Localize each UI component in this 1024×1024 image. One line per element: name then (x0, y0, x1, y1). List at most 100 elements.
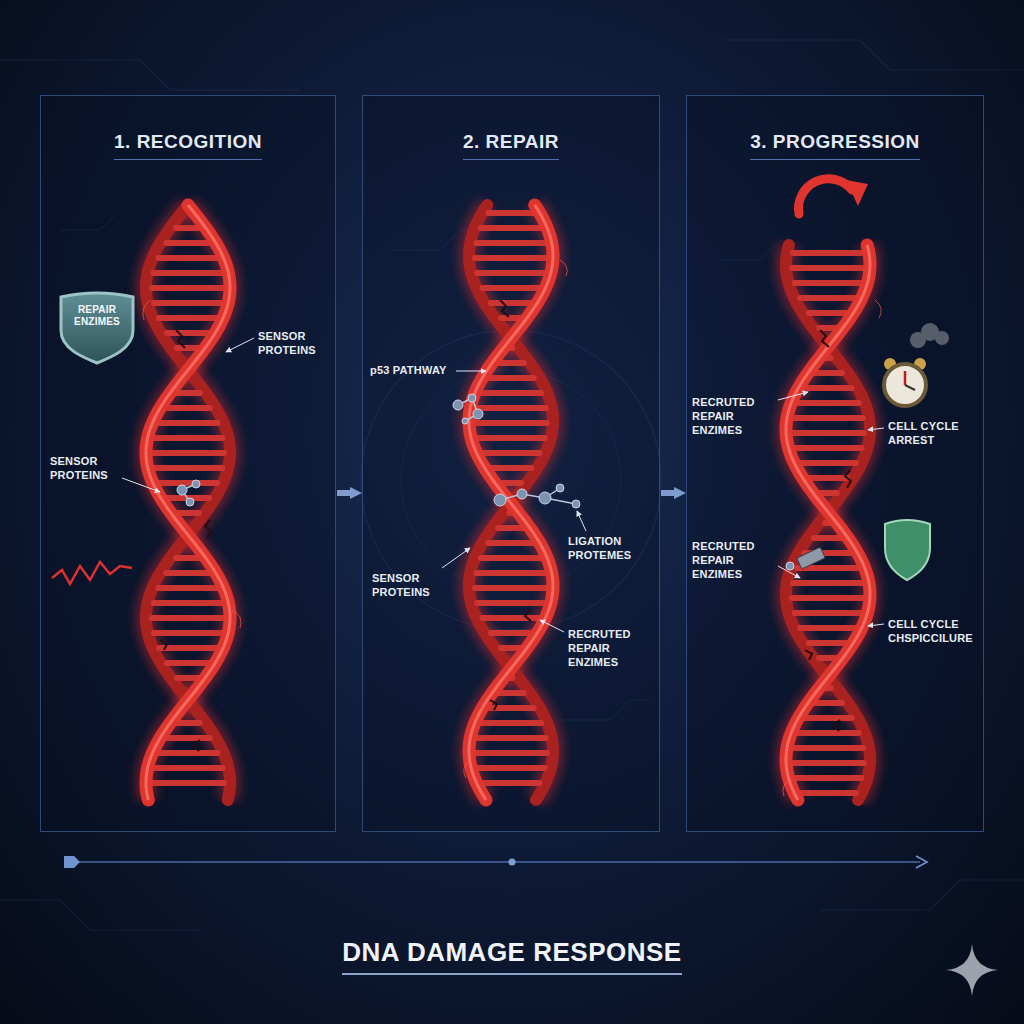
base-pair-rung (792, 760, 864, 766)
timeline-head (916, 856, 927, 868)
base-pair-rung (793, 745, 863, 751)
callout-holder: CELL CYCLE CHSPICCILURE (888, 618, 978, 646)
clock-hand (905, 385, 915, 390)
green-shield (885, 520, 930, 580)
callout-holder: RECRUTED REPAIR ENZIMES (692, 540, 774, 581)
callout-holder: p53 PATHWAY (370, 364, 454, 378)
leader-line (226, 338, 254, 352)
base-pair-rung (154, 765, 223, 771)
callout-holder: SENSOR PROTEINS (50, 455, 132, 483)
base-pair-rung (792, 595, 864, 601)
dna-helix (469, 205, 553, 800)
base-pair-rung (154, 300, 222, 306)
base-pair-rung (158, 255, 217, 261)
callout-label: p53 PATHWAY (370, 364, 454, 378)
protein-ball (556, 484, 564, 492)
stage-arrow (337, 490, 354, 496)
protein-ball (517, 489, 527, 499)
protein-cluster (453, 394, 483, 424)
protein-cluster (177, 480, 200, 506)
base-pair-rung (475, 255, 547, 261)
callout-label: CELL CYCLE ARREST (888, 420, 978, 448)
helix-strand (146, 205, 230, 800)
base-pair-rung (498, 525, 524, 531)
base-pair-rung (475, 420, 547, 426)
base-pair-rung (498, 360, 524, 366)
dna-crack (805, 330, 851, 731)
helix-glow (469, 205, 553, 800)
base-pair-rung (491, 300, 532, 306)
clock-face (884, 364, 926, 406)
protein-cluster (494, 484, 580, 508)
base-pair-rung (167, 660, 209, 666)
helix-glow (469, 205, 553, 800)
base-pair-rung (809, 475, 848, 481)
leader-line (868, 428, 884, 430)
base-pair-rung (809, 310, 848, 316)
protein-bond (500, 488, 576, 504)
protein-ball (786, 562, 794, 570)
base-pair-rung (795, 445, 862, 451)
helix-glow (146, 205, 230, 800)
base-pair-rung (152, 285, 224, 291)
timeline-start (64, 856, 80, 868)
title-holder: DNA DAMAGE RESPONSE (0, 938, 1024, 975)
stage-heading: 1. RECOGITION (114, 132, 262, 160)
base-pair-rung (793, 250, 863, 256)
base-pair-rung (792, 430, 864, 436)
stage-heading: 3. PROGRESSION (750, 132, 920, 160)
base-pair-rung (475, 585, 547, 591)
helix-glow (786, 245, 870, 800)
base-pair-rung (488, 210, 533, 216)
dna-helix (786, 245, 870, 800)
base-pair-rung (476, 240, 545, 246)
helix-highlight (469, 205, 553, 800)
base-pair-rung (477, 435, 545, 441)
stage-panel: 3. PROGRESSION (686, 95, 984, 832)
dna-crack (160, 330, 211, 751)
base-pair-rung (158, 585, 217, 591)
base-pair-rung (800, 625, 855, 631)
base-pair-rung (793, 415, 863, 421)
base-pair-rung (795, 280, 862, 286)
helix-glow (146, 205, 230, 800)
base-pair-rung (477, 270, 545, 276)
stage-heading: 2. REPAIR (463, 132, 559, 160)
smoke-puff (910, 323, 949, 348)
base-pair-rung (166, 240, 210, 246)
base-pair-rung (154, 630, 222, 636)
helix-highlight (146, 205, 230, 800)
protein-ball (192, 480, 200, 488)
callout-holder: SENSOR PROTEINS (372, 572, 452, 600)
base-pair-rung (795, 610, 862, 616)
base-pair-rung (804, 385, 851, 391)
base-pair-rung (476, 735, 545, 741)
alarm-clock (884, 358, 926, 406)
base-pair-rung (481, 390, 541, 396)
callout-label: LIGATION PROTEMES (568, 535, 656, 563)
base-pair-rung (158, 750, 217, 756)
base-pair-rung (814, 535, 842, 541)
base-pair-rung (800, 460, 855, 466)
protein-ball (462, 418, 468, 424)
protein-ball (494, 494, 506, 506)
base-pair-rung (483, 450, 540, 456)
dna-helices (146, 205, 870, 800)
panel-ground (40, 95, 336, 832)
leader-line (778, 392, 808, 400)
dna-crack (490, 300, 531, 710)
diagram-title: DNA DAMAGE RESPONSE (342, 938, 681, 975)
shield-badge: REPAIR ENZIMES (61, 291, 133, 363)
leader-line (577, 511, 586, 531)
panel-ground (686, 95, 984, 832)
circuit-trace (0, 40, 1024, 930)
protein-ball (177, 485, 187, 495)
protein-ball (453, 400, 463, 410)
base-pair-rung (166, 570, 210, 576)
cycle-arrow (799, 179, 852, 214)
base-pair-rung (481, 555, 541, 561)
faint-ring (361, 330, 661, 630)
base-pair-rung (154, 270, 223, 276)
callout-holder: CELL CYCLE ARREST (888, 420, 978, 448)
